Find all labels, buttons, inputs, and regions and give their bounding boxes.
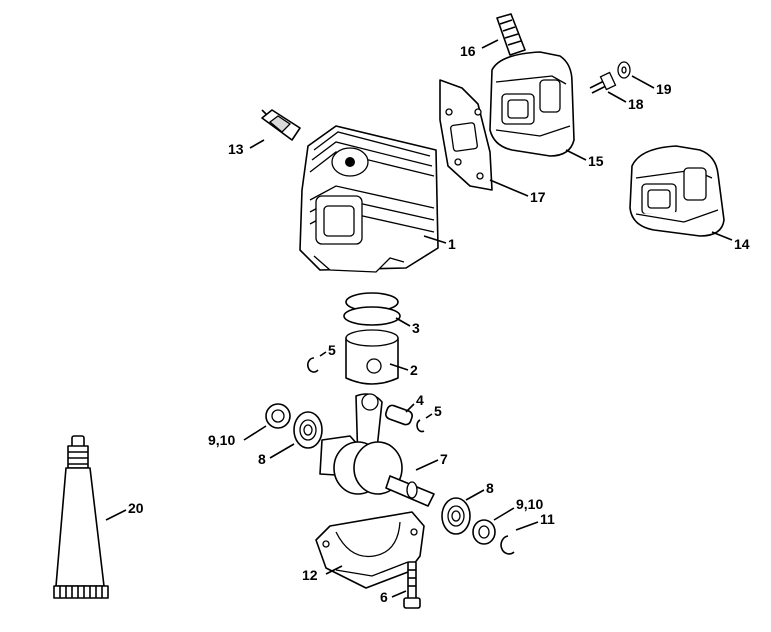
leader-16	[481, 39, 499, 49]
leader-6	[391, 590, 407, 598]
part-5-circlip-lower	[416, 419, 425, 433]
label-3: 3	[412, 320, 420, 336]
part-11-snap-ring	[500, 535, 515, 555]
label-15: 15	[588, 153, 604, 169]
part-9-10-seal-left	[265, 403, 291, 429]
label-20: 20	[128, 500, 144, 516]
part-20-tube	[53, 435, 109, 599]
part-15-muffler	[489, 51, 575, 157]
label-8-right: 8	[486, 480, 494, 496]
leader-5a	[319, 351, 327, 357]
leader-2	[389, 363, 409, 371]
part-8-bearing-left	[293, 411, 323, 449]
label-6: 6	[380, 589, 388, 605]
leader-3	[395, 317, 411, 327]
label-9-10-right: 9,10	[516, 496, 544, 512]
label-17: 17	[530, 189, 546, 205]
label-19: 19	[656, 81, 672, 97]
leader-18	[607, 91, 627, 103]
leader-19	[631, 75, 655, 89]
label-16: 16	[460, 43, 476, 59]
leader-4	[405, 403, 415, 413]
part-6-screw	[403, 561, 421, 609]
label-2: 2	[410, 362, 418, 378]
part-19-nut	[617, 61, 631, 79]
label-11: 11	[540, 511, 555, 527]
part-5-circlip-upper	[307, 357, 319, 373]
leader-7	[415, 459, 439, 471]
part-14-muffler	[629, 145, 725, 237]
part-8-bearing-right	[441, 497, 471, 535]
leader-13	[249, 139, 265, 149]
label-8-left: 8	[258, 451, 266, 467]
leader-910a	[243, 425, 267, 441]
leader-14	[711, 231, 733, 241]
leader-5b	[425, 413, 433, 419]
leader-8a	[269, 443, 295, 459]
part-2-piston	[345, 329, 399, 385]
leader-lines	[105, 39, 733, 598]
label-9-10-left: 9,10	[208, 432, 236, 448]
label-13: 13	[228, 141, 244, 157]
leader-17	[489, 179, 529, 197]
label-18: 18	[628, 96, 644, 112]
leader-1	[423, 235, 447, 244]
label-5-upper: 5	[328, 342, 336, 358]
label-14: 14	[734, 236, 750, 252]
leader-20	[105, 509, 127, 521]
part-4-piston-pin	[384, 404, 414, 426]
label-1: 1	[448, 236, 456, 252]
part-7-crankshaft	[319, 393, 435, 507]
part-1-cylinder	[299, 125, 439, 273]
part-17-gasket	[439, 79, 493, 191]
leader-8b	[465, 489, 485, 501]
part-9-10-seal-right	[472, 519, 496, 545]
leader-11	[515, 521, 539, 531]
leader-910b	[493, 507, 515, 521]
label-7: 7	[440, 451, 448, 467]
part-18-screw	[589, 71, 617, 94]
label-12: 12	[302, 567, 318, 583]
part-3-piston-rings	[343, 292, 401, 326]
leader-15	[565, 149, 587, 161]
part-12-crankcase	[315, 511, 425, 589]
label-5-lower: 5	[434, 403, 442, 419]
part-13-spark-plug	[261, 109, 301, 141]
label-4: 4	[416, 392, 424, 408]
part-16-tag	[496, 13, 526, 56]
leader-12	[325, 565, 343, 575]
